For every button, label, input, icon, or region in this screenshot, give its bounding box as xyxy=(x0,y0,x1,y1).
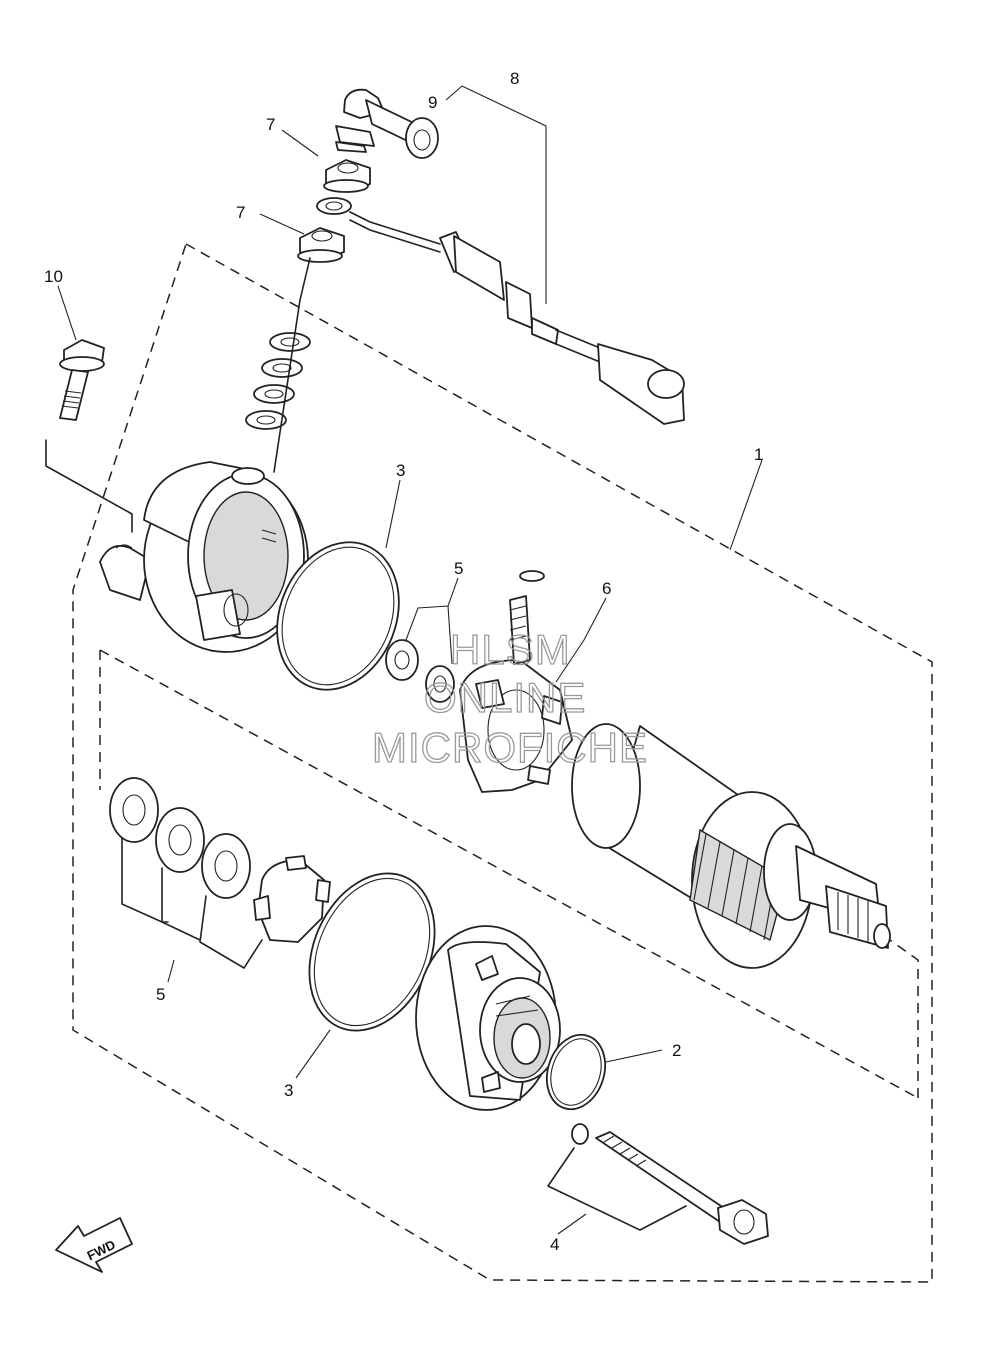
watermark: HLSM ONLINE MICROFICHE xyxy=(371,625,648,771)
callout-2: 2 xyxy=(672,1041,681,1060)
armature xyxy=(571,723,891,969)
bolt-10 xyxy=(45,339,133,533)
callout-7-lower: 7 xyxy=(236,203,245,222)
watermark-line-1: HLSM xyxy=(450,626,571,673)
starter-cable-assembly xyxy=(316,88,685,425)
o-ring-upper-inner xyxy=(281,546,395,686)
callout-6: 6 xyxy=(602,579,611,598)
callout-7-upper: 7 xyxy=(266,115,275,134)
callout-8: 8 xyxy=(510,69,519,88)
callout-9: 9 xyxy=(428,93,437,112)
o-ring-2-inner xyxy=(550,1038,602,1106)
rear-cover xyxy=(99,461,309,653)
watermark-line-3: MICROFICHE xyxy=(372,724,648,771)
o-ring-lower-inner xyxy=(313,877,431,1027)
nut-upper xyxy=(323,159,371,193)
fwd-direction-arrow: FWD xyxy=(55,1217,133,1273)
assembly-boundary xyxy=(72,242,933,1283)
callout-5-lower: 5 xyxy=(156,985,165,1004)
terminal-washer-stack xyxy=(245,257,311,473)
callout-leaders xyxy=(57,85,763,1235)
callout-5-upper: 5 xyxy=(454,559,463,578)
callout-10: 10 xyxy=(44,267,63,286)
nut-lower xyxy=(297,227,345,263)
washer-set-lower xyxy=(109,777,331,969)
callout-4: 4 xyxy=(550,1235,559,1254)
washer-set-upper xyxy=(385,639,455,703)
callout-3-upper: 3 xyxy=(396,461,405,480)
callout-labels: 1 2 3 3 4 5 5 6 7 7 8 9 10 xyxy=(44,69,763,1254)
front-cover xyxy=(415,925,561,1111)
callout-1: 1 xyxy=(754,445,763,464)
through-bolt-4 xyxy=(547,1123,769,1245)
watermark-line-2: ONLINE xyxy=(424,674,586,721)
o-ring-upper xyxy=(276,541,400,691)
brush-holder xyxy=(459,570,573,793)
o-ring-2 xyxy=(545,1033,607,1111)
callout-3-lower: 3 xyxy=(284,1081,293,1100)
